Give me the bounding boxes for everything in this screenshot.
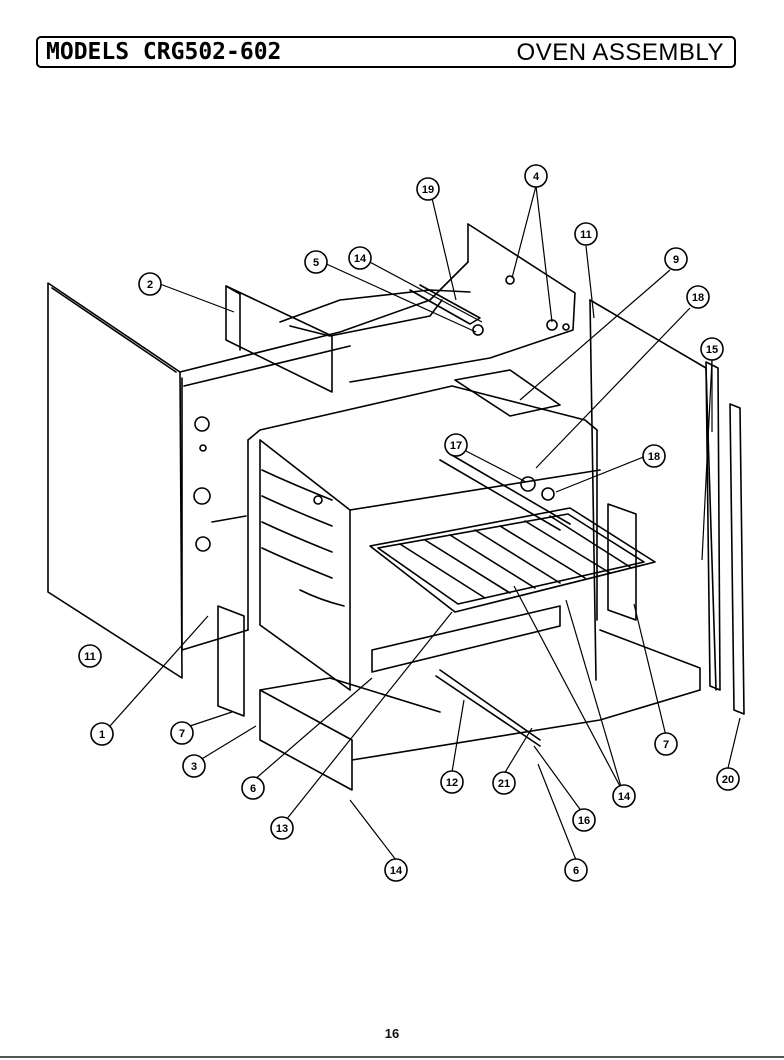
callout-number: 11 xyxy=(84,651,96,663)
callout-number: 2 xyxy=(147,279,153,291)
callout-number: 6 xyxy=(250,783,256,795)
callout-12: 12 xyxy=(440,770,464,794)
bottom-rule xyxy=(0,1056,784,1058)
callout-number: 3 xyxy=(191,761,197,773)
page-number: 16 xyxy=(384,1026,400,1041)
shield-left-7 xyxy=(217,605,245,717)
callout-circle xyxy=(574,222,598,246)
right-strip-15 xyxy=(705,361,721,691)
callout-circle xyxy=(182,754,206,778)
callout-circle xyxy=(700,337,724,361)
callout-14c: 14 xyxy=(612,784,636,808)
callout-circle xyxy=(642,444,666,468)
callout-circle xyxy=(90,722,114,746)
callout-number: 14 xyxy=(618,791,631,803)
callout-number: 14 xyxy=(390,865,403,877)
callout-circle xyxy=(686,285,710,309)
callout-circle xyxy=(138,272,162,296)
callout-17: 17 xyxy=(444,433,468,457)
callout-number: 15 xyxy=(706,344,718,356)
callout-11a: 11 xyxy=(78,644,102,668)
baffle-8 xyxy=(371,605,561,673)
callout-18b: 18 xyxy=(642,444,666,468)
callout-number: 4 xyxy=(533,171,540,183)
header-banner: MODELS CRG502-602 OVEN ASSEMBLY xyxy=(36,36,736,68)
callout-circle xyxy=(384,858,408,882)
callout-circle xyxy=(304,250,328,274)
leader-lines xyxy=(109,185,741,861)
section-title: OVEN ASSEMBLY xyxy=(516,39,724,66)
shield-right-7 xyxy=(607,503,637,621)
callout-7a: 7 xyxy=(170,721,194,745)
callout-number: 19 xyxy=(422,184,434,196)
callout-number: 16 xyxy=(578,815,590,827)
callout-circle xyxy=(612,784,636,808)
callout-5: 5 xyxy=(304,250,328,274)
callout-number: 7 xyxy=(663,739,669,751)
callout-6b: 6 xyxy=(564,858,588,882)
callout-19: 19 xyxy=(416,177,440,201)
callout-number: 7 xyxy=(179,728,185,740)
callout-circle xyxy=(524,164,548,188)
callout-number: 20 xyxy=(722,774,734,786)
callout-number: 18 xyxy=(692,292,704,304)
callout-number: 14 xyxy=(354,253,367,265)
callout-circle xyxy=(440,770,464,794)
callout-14b: 14 xyxy=(384,858,408,882)
rear-top-panel xyxy=(179,223,576,387)
callout-13: 13 xyxy=(270,816,294,840)
top-bracket xyxy=(225,285,333,393)
callout-16: 16 xyxy=(572,808,596,832)
callout-2: 2 xyxy=(138,272,162,296)
left-side-panel xyxy=(47,282,183,679)
callout-11b: 11 xyxy=(574,222,598,246)
callout-circle xyxy=(78,644,102,668)
callout-20: 20 xyxy=(716,767,740,791)
callout-number: 17 xyxy=(450,440,462,452)
callout-number: 1 xyxy=(99,729,105,741)
callout-21: 21 xyxy=(492,771,516,795)
callout-circle xyxy=(664,247,688,271)
callout-number: 11 xyxy=(580,229,592,241)
vent-panel-9 xyxy=(454,369,561,417)
oven-rack xyxy=(369,507,656,613)
callout-15: 15 xyxy=(700,337,724,361)
callout-circle xyxy=(564,858,588,882)
callout-number: 12 xyxy=(446,777,458,789)
callout-circle xyxy=(654,732,678,756)
right-side-panel xyxy=(589,299,717,691)
top-burner xyxy=(279,275,570,337)
oven-burner xyxy=(439,453,571,531)
models-label: MODELS CRG502-602 xyxy=(46,39,282,65)
callout-14a: 14 xyxy=(348,246,372,270)
callout-9: 9 xyxy=(664,247,688,271)
callout-circle xyxy=(270,816,294,840)
callout-4: 4 xyxy=(524,164,548,188)
callout-circle xyxy=(572,808,596,832)
bottom-pan xyxy=(259,677,441,791)
callout-circle xyxy=(170,721,194,745)
callout-number: 13 xyxy=(276,823,288,835)
callout-6a: 6 xyxy=(241,776,265,800)
callout-3: 3 xyxy=(182,754,206,778)
oven-frame xyxy=(181,377,601,691)
callout-18a: 18 xyxy=(686,285,710,309)
callout-1: 1 xyxy=(90,722,114,746)
callout-number: 18 xyxy=(648,451,660,463)
oven-floor xyxy=(351,629,701,761)
callout-circle xyxy=(492,771,516,795)
callout-circle xyxy=(716,767,740,791)
trim-strip-20 xyxy=(729,403,745,715)
callout-number: 5 xyxy=(313,257,319,269)
callout-circle xyxy=(241,776,265,800)
callout-circle xyxy=(444,433,468,457)
callout-7b: 7 xyxy=(654,732,678,756)
callout-number: 6 xyxy=(573,865,579,877)
callout-number: 9 xyxy=(673,254,679,266)
callout-number: 21 xyxy=(498,778,510,790)
callout-circle xyxy=(348,246,372,270)
callout-circle xyxy=(416,177,440,201)
